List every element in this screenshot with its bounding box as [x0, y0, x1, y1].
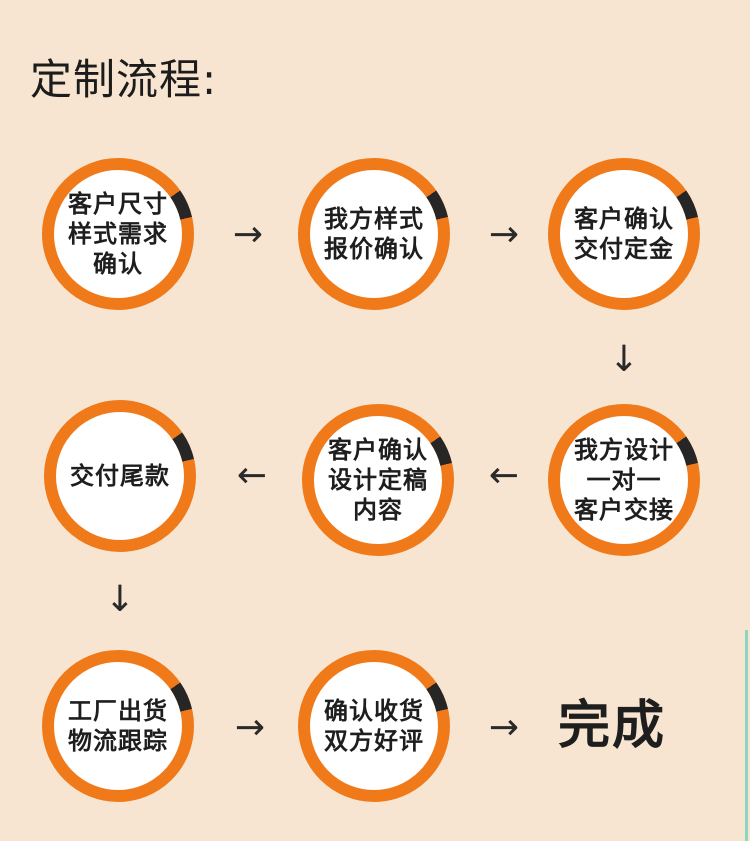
step-quote-confirm: 我方样式 报价确认 [268, 128, 480, 340]
step-label-line: 设计定稿 [328, 466, 428, 494]
page-title: 定制流程: [30, 55, 218, 104]
step-label: 客户尺寸 样式需求 确认 [60, 189, 176, 279]
step-label-line: 客户确认 [328, 436, 428, 464]
step-deposit: 客户确认 交付定金 [518, 128, 730, 340]
step-label-line: 客户交接 [574, 496, 674, 524]
step-label: 交付尾款 [62, 461, 178, 491]
step-final-payment: 交付尾款 [14, 370, 226, 582]
step-label-line: 交付定金 [574, 235, 674, 263]
down-arrow-icon: ↓ [104, 579, 136, 620]
left-arrow-icon: ← [236, 455, 268, 496]
down-arrow-icon: ↓ [608, 339, 640, 380]
step-label-line: 工厂出货 [68, 697, 168, 725]
step-label: 我方设计 一对一 客户交接 [566, 435, 682, 525]
step-label-line: 样式需求 [68, 220, 168, 248]
step-label: 客户确认 交付定金 [566, 204, 682, 264]
right-arrow-icon: → [488, 707, 520, 748]
step-shipping-tracking: 工厂出货 物流跟踪 [12, 620, 224, 832]
edge-divider [745, 630, 748, 841]
step-label-line: 一对一 [586, 466, 662, 494]
step-label: 确认收货 双方好评 [316, 696, 432, 756]
step-label-line: 客户尺寸 [68, 190, 168, 218]
step-design-handover: 我方设计 一对一 客户交接 [518, 374, 730, 586]
step-label-line: 我方设计 [574, 436, 674, 464]
step-customer-requirements: 客户尺寸 样式需求 确认 [12, 128, 224, 340]
right-arrow-icon: → [234, 707, 266, 748]
step-label-line: 客户确认 [574, 205, 674, 233]
step-label-line: 交付尾款 [70, 462, 170, 490]
right-arrow-icon: → [232, 214, 264, 255]
left-arrow-icon: ← [488, 455, 520, 496]
step-label-line: 确认收货 [324, 697, 424, 725]
step-label: 客户确认 设计定稿 内容 [320, 435, 436, 525]
step-label: 工厂出货 物流跟踪 [60, 696, 176, 756]
step-label-line: 内容 [353, 496, 403, 524]
step-receipt-review: 确认收货 双方好评 [268, 620, 480, 832]
step-label-line: 双方好评 [324, 727, 424, 755]
step-label-line: 我方样式 [324, 205, 424, 233]
step-label-line: 物流跟踪 [68, 727, 168, 755]
step-label: 我方样式 报价确认 [316, 204, 432, 264]
step-label-line: 确认 [93, 250, 143, 278]
final-step-label: 完成 [558, 696, 667, 756]
step-design-finalize: 客户确认 设计定稿 内容 [272, 374, 484, 586]
step-label-line: 报价确认 [324, 235, 424, 263]
right-arrow-icon: → [488, 214, 520, 255]
